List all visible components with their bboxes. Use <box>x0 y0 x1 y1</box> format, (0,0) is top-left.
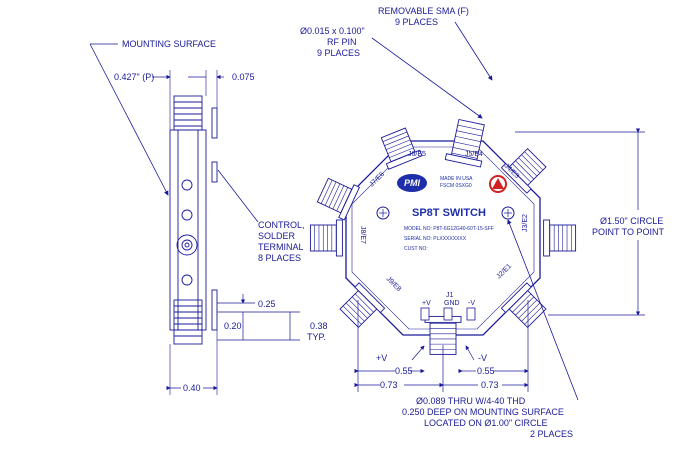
control-label-4: 8 PLACES <box>258 253 301 263</box>
sma-connector-j4 <box>500 147 547 194</box>
sma-connector-j9 <box>339 282 386 329</box>
side-sma-top <box>173 95 203 131</box>
mounting-surface-label: MOUNTING SURFACE <box>122 39 216 49</box>
rf-pin-note-2: RF PIN <box>327 37 357 47</box>
sma-connector-j6 <box>380 127 423 170</box>
thd-note-3: LOCATED ON Ø1.00" CIRCLE <box>424 418 548 428</box>
circle-note-2: POINT TO POINT <box>592 227 665 237</box>
pmi-logo: PMI <box>397 174 427 192</box>
control-pin-bottom <box>211 289 218 331</box>
circle-note-1: Ø1.50" CIRCLE <box>600 216 663 226</box>
thd-note-2: 0.250 DEEP ON MOUNTING SURFACE <box>402 407 564 417</box>
made-in-usa: MADE IN USA <box>440 176 473 182</box>
sma-connector-j5 <box>444 118 485 168</box>
pin-plus-v: +V <box>422 300 431 307</box>
side-connector-center <box>176 234 198 256</box>
dim-055-left: 0.55 <box>395 366 413 376</box>
dim-073-left: 0.73 <box>380 380 398 390</box>
port-j5-label: J5/E4 <box>465 151 483 158</box>
dim-073-right: 0.73 <box>481 380 499 390</box>
plate-cust: CUST NO: <box>404 246 428 252</box>
port-j3-label: J3/E2 <box>522 214 529 232</box>
port-j1-label: J1 <box>446 292 454 299</box>
red-triangle-logo-icon <box>489 175 507 193</box>
pin-block-gnd <box>443 307 453 321</box>
port-j8-label: J8/E7 <box>359 226 366 244</box>
control-pin-top <box>211 107 218 139</box>
control-label-3: TERMINAL <box>258 242 304 252</box>
sma-note-1: REMOVABLE SMA (F) <box>378 6 469 16</box>
dim-038: 0.38 <box>310 321 328 331</box>
sma-connector-j2 <box>500 282 547 329</box>
plate-model: MODEL NO: P8T-6G12G40-60T-15-SFF <box>404 226 494 232</box>
sma-connector-j7 <box>316 177 361 221</box>
thd-note-1: Ø0.089 THRU W/4-40 THD <box>416 396 526 406</box>
dim-020: 0.20 <box>224 321 242 331</box>
dim-0427: 0.427" (P) <box>114 72 154 82</box>
sma-connector-j3 <box>543 219 577 257</box>
pin-minus-v: -V <box>468 300 475 307</box>
svg-text:PMI: PMI <box>404 178 421 188</box>
side-sma-bottom <box>173 299 203 345</box>
thd-note-4: 2 PLACES <box>530 429 573 439</box>
pin-gnd: GND <box>444 300 460 307</box>
sma-connector-j8 <box>309 219 343 257</box>
sma-connectors <box>309 118 577 355</box>
plate-title: SP8T SWITCH <box>412 207 486 219</box>
front-view: PMI MADE IN USA FSCM 0SXG0 SP8T SWITCH M… <box>309 118 577 355</box>
pin-block-minus <box>466 307 476 321</box>
sma-note-2: 9 PLACES <box>395 17 438 27</box>
pin-block-plus <box>420 307 430 321</box>
port-j6-label: J6/E5 <box>408 151 426 158</box>
bottom-plus-v: +V <box>376 353 387 363</box>
dim-025: 0.25 <box>258 299 276 309</box>
plate-serial: SERIAL NO: PLXXXXXXXX <box>404 236 467 242</box>
rf-pin-note-3: 9 PLACES <box>317 48 360 58</box>
bottom-minus-v: -V <box>478 353 487 363</box>
dim-040: 0.40 <box>183 383 201 393</box>
dim-055-right: 0.55 <box>477 366 495 376</box>
dim-038-typ: TYP. <box>307 332 326 342</box>
side-view <box>169 70 218 395</box>
rf-pin-note-1: Ø0.015 x 0.100" <box>300 26 365 36</box>
control-label-2: SOLDER <box>258 231 296 241</box>
control-label-1: CONTROL, <box>258 220 305 230</box>
fscm-code: FSCM 0SXG0 <box>440 183 472 189</box>
dim-0075: 0.075 <box>232 72 255 82</box>
